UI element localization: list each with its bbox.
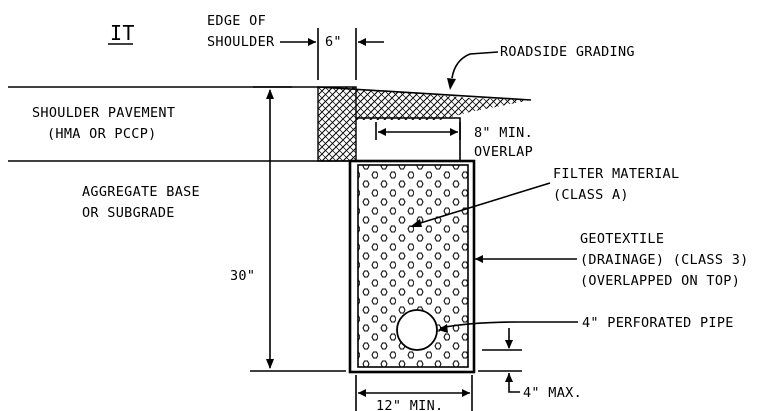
dim-4-arrow-down bbox=[505, 340, 513, 349]
edge-arrow bbox=[308, 38, 316, 46]
shoulder-edge-hatch bbox=[317, 86, 357, 162]
dim-4-lower-leader bbox=[508, 373, 520, 393]
dim-30-label: 30" bbox=[230, 268, 255, 284]
filter-material-label-line2: (CLASS A) bbox=[553, 187, 629, 203]
dim-12-arrow-left bbox=[358, 389, 366, 397]
overlap-label-line2: OVERLAP bbox=[474, 144, 533, 160]
grading-bottom-edge bbox=[356, 117, 461, 160]
roadside-grading-arrow bbox=[447, 78, 456, 90]
roadside-grading-line bbox=[317, 86, 532, 101]
title-fragment: IT bbox=[110, 21, 135, 45]
perforated-pipe bbox=[396, 309, 438, 351]
filter-material-label-line1: FILTER MATERIAL bbox=[553, 166, 679, 182]
dim-30-arrow-top bbox=[266, 89, 274, 99]
perforated-pipe-label: 4" PERFORATED PIPE bbox=[582, 315, 734, 331]
edge-of-shoulder-label-line2: SHOULDER bbox=[207, 34, 275, 50]
geotextile-label-line1: GEOTEXTILE bbox=[580, 231, 664, 247]
overlap-arrow-left bbox=[378, 128, 386, 136]
geotextile-arrow bbox=[475, 255, 483, 263]
roadside-grading-leader bbox=[451, 51, 499, 79]
geotextile-wrap bbox=[348, 159, 476, 374]
shoulder-pavement-label-line1: SHOULDER PAVEMENT bbox=[32, 105, 175, 121]
overlap-arrow-right bbox=[450, 128, 458, 136]
aggregate-base-label-line2: OR SUBGRADE bbox=[82, 205, 175, 221]
roadside-grading-label: ROADSIDE GRADING bbox=[500, 44, 635, 60]
filter-material-leader bbox=[413, 182, 551, 226]
perforated-pipe-arrow bbox=[438, 324, 448, 333]
dim-6-arrow bbox=[358, 38, 366, 46]
dim-30-arrow-bottom bbox=[266, 359, 274, 369]
overlap-label-line1: 8" MIN. bbox=[474, 125, 533, 141]
dim-4-label: 4" MAX. bbox=[523, 385, 582, 401]
edge-of-shoulder-label-line1: EDGE OF bbox=[207, 13, 266, 29]
geotextile-label-line3: (OVERLAPPED ON TOP) bbox=[580, 273, 740, 289]
shoulder-pavement-label-line2: (HMA OR PCCP) bbox=[47, 126, 157, 142]
aggregate-base-label-line1: AGGREGATE BASE bbox=[82, 184, 200, 200]
dim-12-arrow-right bbox=[462, 389, 470, 397]
filter-material-arrow bbox=[410, 219, 422, 227]
geotextile-label-line2: (DRAINAGE) (CLASS 3) bbox=[580, 252, 749, 268]
dim-6-label: 6" bbox=[325, 34, 342, 50]
dim-12-label: 12" MIN. bbox=[376, 398, 443, 411]
roadside-grading-hatch bbox=[318, 87, 531, 120]
dim-4-arrow-up bbox=[505, 373, 513, 382]
